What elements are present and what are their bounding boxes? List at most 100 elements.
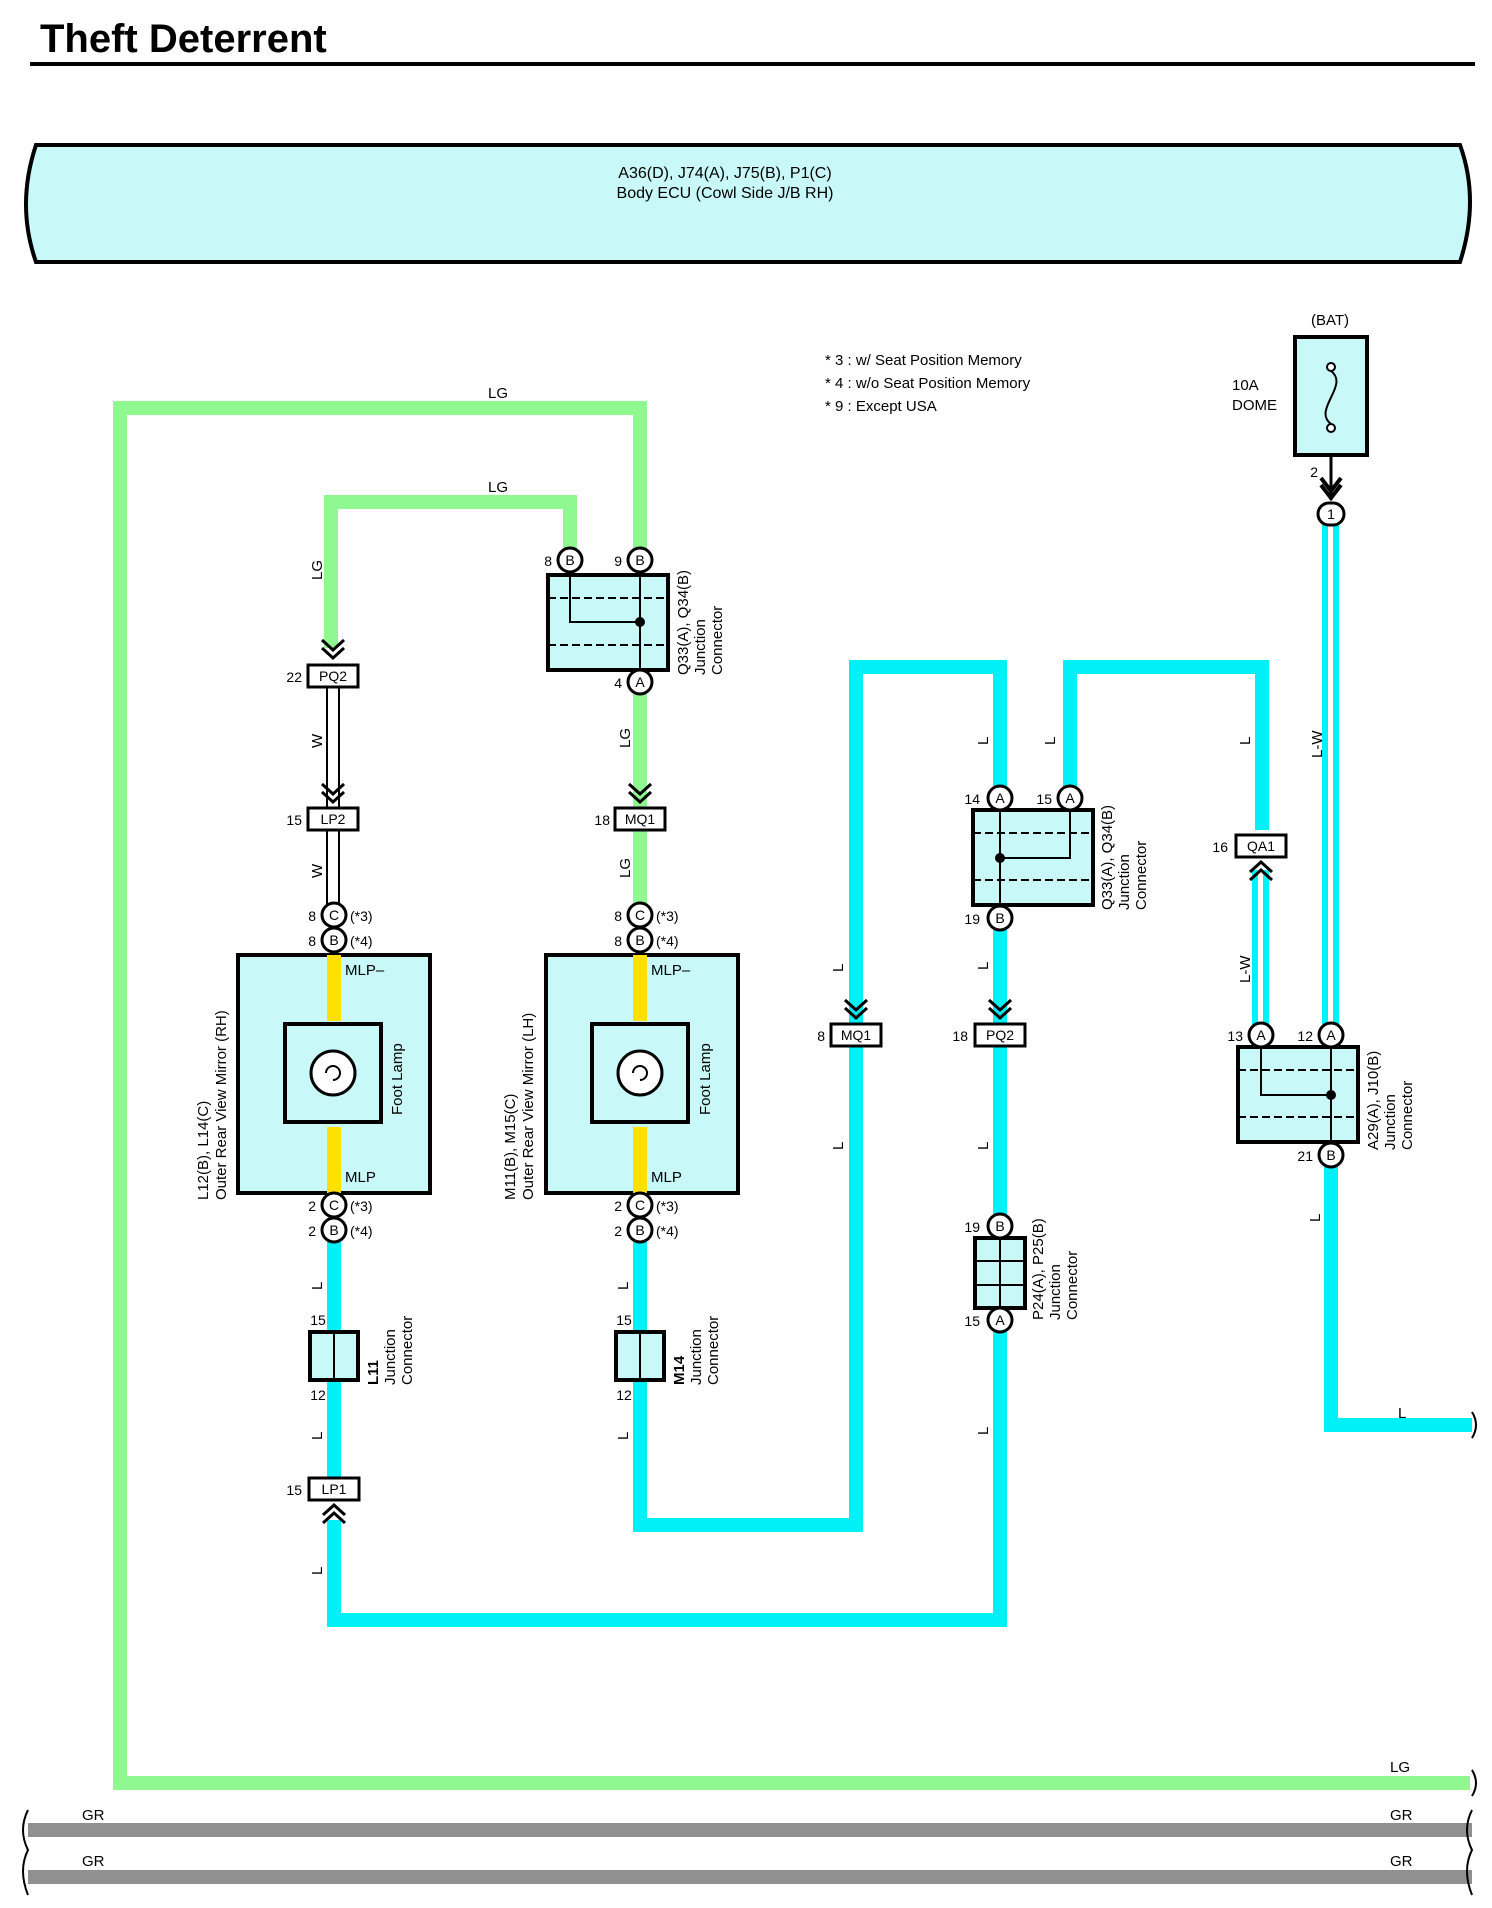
svg-text:12: 12 xyxy=(1297,1028,1313,1044)
svg-text:12: 12 xyxy=(310,1387,326,1403)
l-break-right xyxy=(1471,1411,1477,1439)
label-gr-2-left: GR xyxy=(82,1853,105,1870)
svg-text:Connector: Connector xyxy=(709,606,726,675)
svg-text:(*4): (*4) xyxy=(350,933,373,949)
svg-text:A: A xyxy=(995,790,1005,806)
label-l-15: L xyxy=(1398,1405,1406,1422)
junction-connector-l11: 15 12 L11 Junction Connector xyxy=(308,1312,416,1403)
svg-text:L12(B), L14(C): L12(B), L14(C) xyxy=(195,1101,212,1200)
label-w-1: W xyxy=(309,733,326,748)
ecu-name: Body ECU (Cowl Side J/B RH) xyxy=(617,185,834,202)
label-l-5: L xyxy=(615,1432,632,1440)
svg-text:B: B xyxy=(329,932,338,948)
svg-text:P24(A), P25(B): P24(A), P25(B) xyxy=(1030,1218,1047,1320)
svg-text:C: C xyxy=(635,907,645,923)
junction-connector-a29: A A B 13 12 21 A29(A), J10(B) Junction C… xyxy=(1227,1021,1416,1169)
label-l-7: L xyxy=(830,1142,847,1150)
junction-connector-q33-mid: A A B 14 15 19 Q33(A), Q34(B) Junction C… xyxy=(964,784,1150,932)
svg-text:15: 15 xyxy=(616,1312,632,1328)
svg-text:2: 2 xyxy=(308,1223,316,1239)
svg-text:C: C xyxy=(635,1197,645,1213)
svg-text:8: 8 xyxy=(817,1028,825,1044)
svg-text:(*4): (*4) xyxy=(350,1223,373,1239)
svg-text:8: 8 xyxy=(308,933,316,949)
svg-text:A: A xyxy=(1326,1027,1336,1043)
label-lg-vertical: LG xyxy=(309,560,326,580)
ecu-connectors: A36(D), J74(A), J75(B), P1(C) xyxy=(618,165,831,182)
lg-break-right xyxy=(1471,1769,1477,1797)
svg-text:L11: L11 xyxy=(365,1360,382,1385)
svg-text:MLP–: MLP– xyxy=(651,962,691,979)
label-gr-1-right: GR xyxy=(1390,1807,1413,1824)
label-lg-mid-1: LG xyxy=(617,728,634,748)
svg-text:21: 21 xyxy=(1297,1148,1313,1164)
svg-text:A: A xyxy=(1256,1027,1266,1043)
svg-text:C: C xyxy=(329,1197,339,1213)
svg-text:(*4): (*4) xyxy=(656,933,679,949)
svg-text:15: 15 xyxy=(964,1313,980,1329)
fuse-pin: 2 xyxy=(1310,464,1318,480)
wire-l-a29-out xyxy=(1324,1165,1472,1432)
svg-text:16: 16 xyxy=(1212,839,1228,855)
svg-text:15: 15 xyxy=(1036,791,1052,807)
svg-text:12: 12 xyxy=(616,1387,632,1403)
svg-text:MQ1: MQ1 xyxy=(841,1027,872,1043)
wire-l-q33-to-a29 xyxy=(1063,660,1269,830)
svg-text:Connector: Connector xyxy=(399,1316,416,1385)
label-l-10: L xyxy=(1237,737,1254,745)
foot-lamp-bulb-icon xyxy=(309,1049,357,1097)
svg-text:PQ2: PQ2 xyxy=(319,668,347,684)
connector-lp1: LP1 15 xyxy=(286,1476,361,1525)
svg-text:2: 2 xyxy=(614,1223,622,1239)
svg-text:19: 19 xyxy=(964,911,980,927)
svg-text:C: C xyxy=(329,907,339,923)
fuse-terminal: 1 xyxy=(1327,506,1335,522)
svg-text:B: B xyxy=(995,1218,1004,1234)
fuse-dome: (BAT) 10A DOME 2 1 xyxy=(1232,312,1369,527)
svg-text:Connector: Connector xyxy=(705,1316,722,1385)
svg-text:Junction: Junction xyxy=(382,1329,399,1385)
svg-text:Foot Lamp: Foot Lamp xyxy=(389,1043,406,1115)
svg-text:Connector: Connector xyxy=(1399,1081,1416,1150)
svg-text:15: 15 xyxy=(310,1312,326,1328)
junction-connector-q33-top: B B A 8 9 4 Q33(A), Q34(B) Junction Conn… xyxy=(544,546,726,696)
label-gr-1-left: GR xyxy=(82,1807,105,1824)
fuse-name: DOME xyxy=(1232,397,1277,414)
svg-text:15: 15 xyxy=(286,812,302,828)
wire-lg-outer-loop xyxy=(113,401,1470,1790)
gr-break-right xyxy=(1466,1809,1474,1896)
label-lg-bottom: LG xyxy=(1390,1759,1410,1776)
gr-break-left xyxy=(22,1809,30,1896)
svg-text:B: B xyxy=(329,1222,338,1238)
svg-text:15: 15 xyxy=(286,1482,302,1498)
connector-qa1: QA1 16 xyxy=(1212,833,1288,882)
svg-text:(*3): (*3) xyxy=(350,908,373,924)
mirror-lh: MLP– MLP Foot Lamp M11(B), M15(C) Outer … xyxy=(502,901,740,1244)
svg-text:2: 2 xyxy=(308,1198,316,1214)
label-w-2: W xyxy=(309,863,326,878)
svg-text:4: 4 xyxy=(614,675,622,691)
svg-text:8: 8 xyxy=(614,908,622,924)
junction-connector-m14: 15 12 M14 Junction Connector xyxy=(614,1312,722,1403)
connector-mq1-mid: MQ1 18 xyxy=(594,782,667,832)
wire-l-lh-mirror-loop xyxy=(633,660,1007,1532)
connector-pq2-right: PQ2 18 xyxy=(952,998,1027,1048)
wire-gr-2 xyxy=(28,1870,1472,1884)
label-l-11: L xyxy=(975,962,992,970)
svg-text:Junction: Junction xyxy=(1047,1264,1064,1320)
svg-text:MLP: MLP xyxy=(651,1169,682,1186)
svg-text:MLP: MLP xyxy=(345,1169,376,1186)
svg-text:B: B xyxy=(635,552,644,568)
svg-text:PQ2: PQ2 xyxy=(986,1027,1014,1043)
svg-text:(*3): (*3) xyxy=(656,1198,679,1214)
svg-text:Connector: Connector xyxy=(1064,1251,1081,1320)
label-lg-mid-2: LG xyxy=(617,858,634,878)
svg-text:LP1: LP1 xyxy=(322,1481,347,1497)
junction-connector-p24: B A 19 15 P24(A), P25(B) Junction Connec… xyxy=(964,1212,1081,1334)
svg-text:18: 18 xyxy=(952,1028,968,1044)
svg-text:B: B xyxy=(635,1222,644,1238)
svg-text:Outer Rear View Mirror (RH): Outer Rear View Mirror (RH) xyxy=(213,1010,230,1200)
svg-text:8: 8 xyxy=(544,553,552,569)
svg-text:Junction: Junction xyxy=(1116,854,1133,910)
svg-text:QA1: QA1 xyxy=(1247,838,1275,854)
